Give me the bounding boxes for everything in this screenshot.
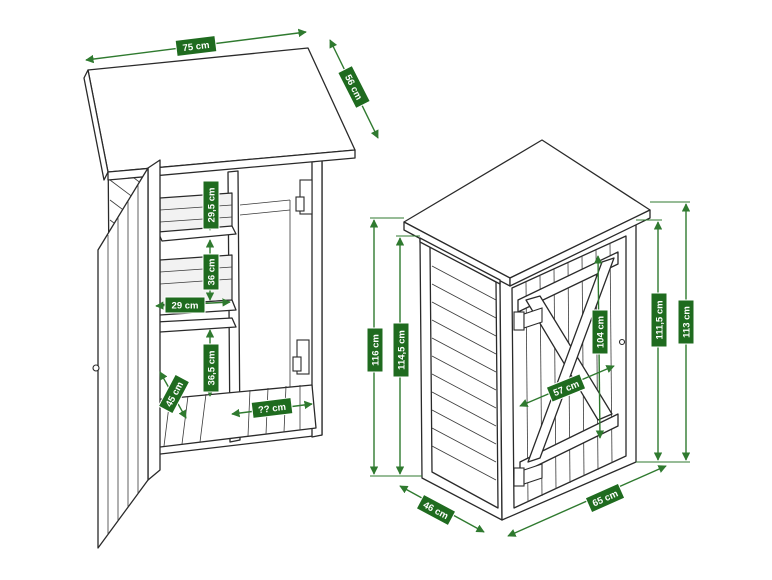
open-door — [97, 167, 149, 549]
hinge-bottom-leaf — [292, 356, 302, 372]
tag-height-total-left: 116 cm — [366, 327, 384, 373]
tag-shelf-gap-top: 29,5 cm — [202, 180, 220, 230]
front-hinge-top — [513, 311, 525, 331]
label-floor-width: ?? cm — [258, 402, 287, 416]
label-shelf-gap-bottom: 36,5 cm — [207, 351, 218, 386]
label-height-side: 114,5 cm — [397, 330, 408, 370]
roof-edge-front — [509, 209, 651, 287]
label-height-total-right: 113 cm — [682, 306, 693, 338]
side-wall-panel — [429, 245, 499, 509]
door-knob — [92, 364, 100, 372]
tag-shelf-gap-mid: 36 cm — [202, 253, 220, 291]
label-shelf-width: 29 cm — [172, 301, 199, 312]
label-shelf-gap-mid: 36 cm — [207, 259, 218, 286]
tag-height-total-right: 113 cm — [677, 299, 695, 345]
label-height-total-left: 116 cm — [371, 334, 382, 366]
tag-base-depth: 46 cm — [415, 493, 457, 527]
label-door-height: 104 cm — [596, 316, 607, 348]
front-hinge-bottom — [513, 467, 525, 487]
roof-edge-left — [83, 69, 109, 181]
tag-door-height: 104 cm — [591, 309, 609, 355]
tag-base-width: 65 cm — [584, 482, 626, 514]
tag-shelf-width: 29 cm — [164, 296, 206, 314]
tag-floor-width: ?? cm — [250, 397, 294, 419]
tag-depth-top: 56 cm — [337, 64, 371, 110]
roof-edge-front — [107, 149, 356, 181]
tag-height-front: 111,5 cm — [650, 292, 668, 348]
tag-width-top: 75 cm — [174, 35, 218, 57]
open-shed — [83, 28, 379, 549]
hinge-top-leaf — [295, 196, 305, 212]
label-shelf-gap-top: 29,5 cm — [207, 188, 218, 223]
door-edge — [147, 159, 161, 481]
closed-shed — [369, 139, 691, 537]
label-height-front: 111,5 cm — [655, 300, 666, 339]
tag-shelf-gap-bottom: 36,5 cm — [202, 343, 220, 393]
door-brace-top — [517, 251, 619, 313]
side-wall-planks — [431, 265, 497, 481]
front-door-knob — [618, 338, 626, 346]
door-planks — [107, 185, 139, 535]
front-hinge-top-leaf — [523, 307, 543, 329]
tag-door-width: 57 cm — [545, 373, 587, 403]
label-width-top: 75 cm — [182, 40, 210, 54]
tag-height-side: 114,5 cm — [392, 322, 410, 378]
